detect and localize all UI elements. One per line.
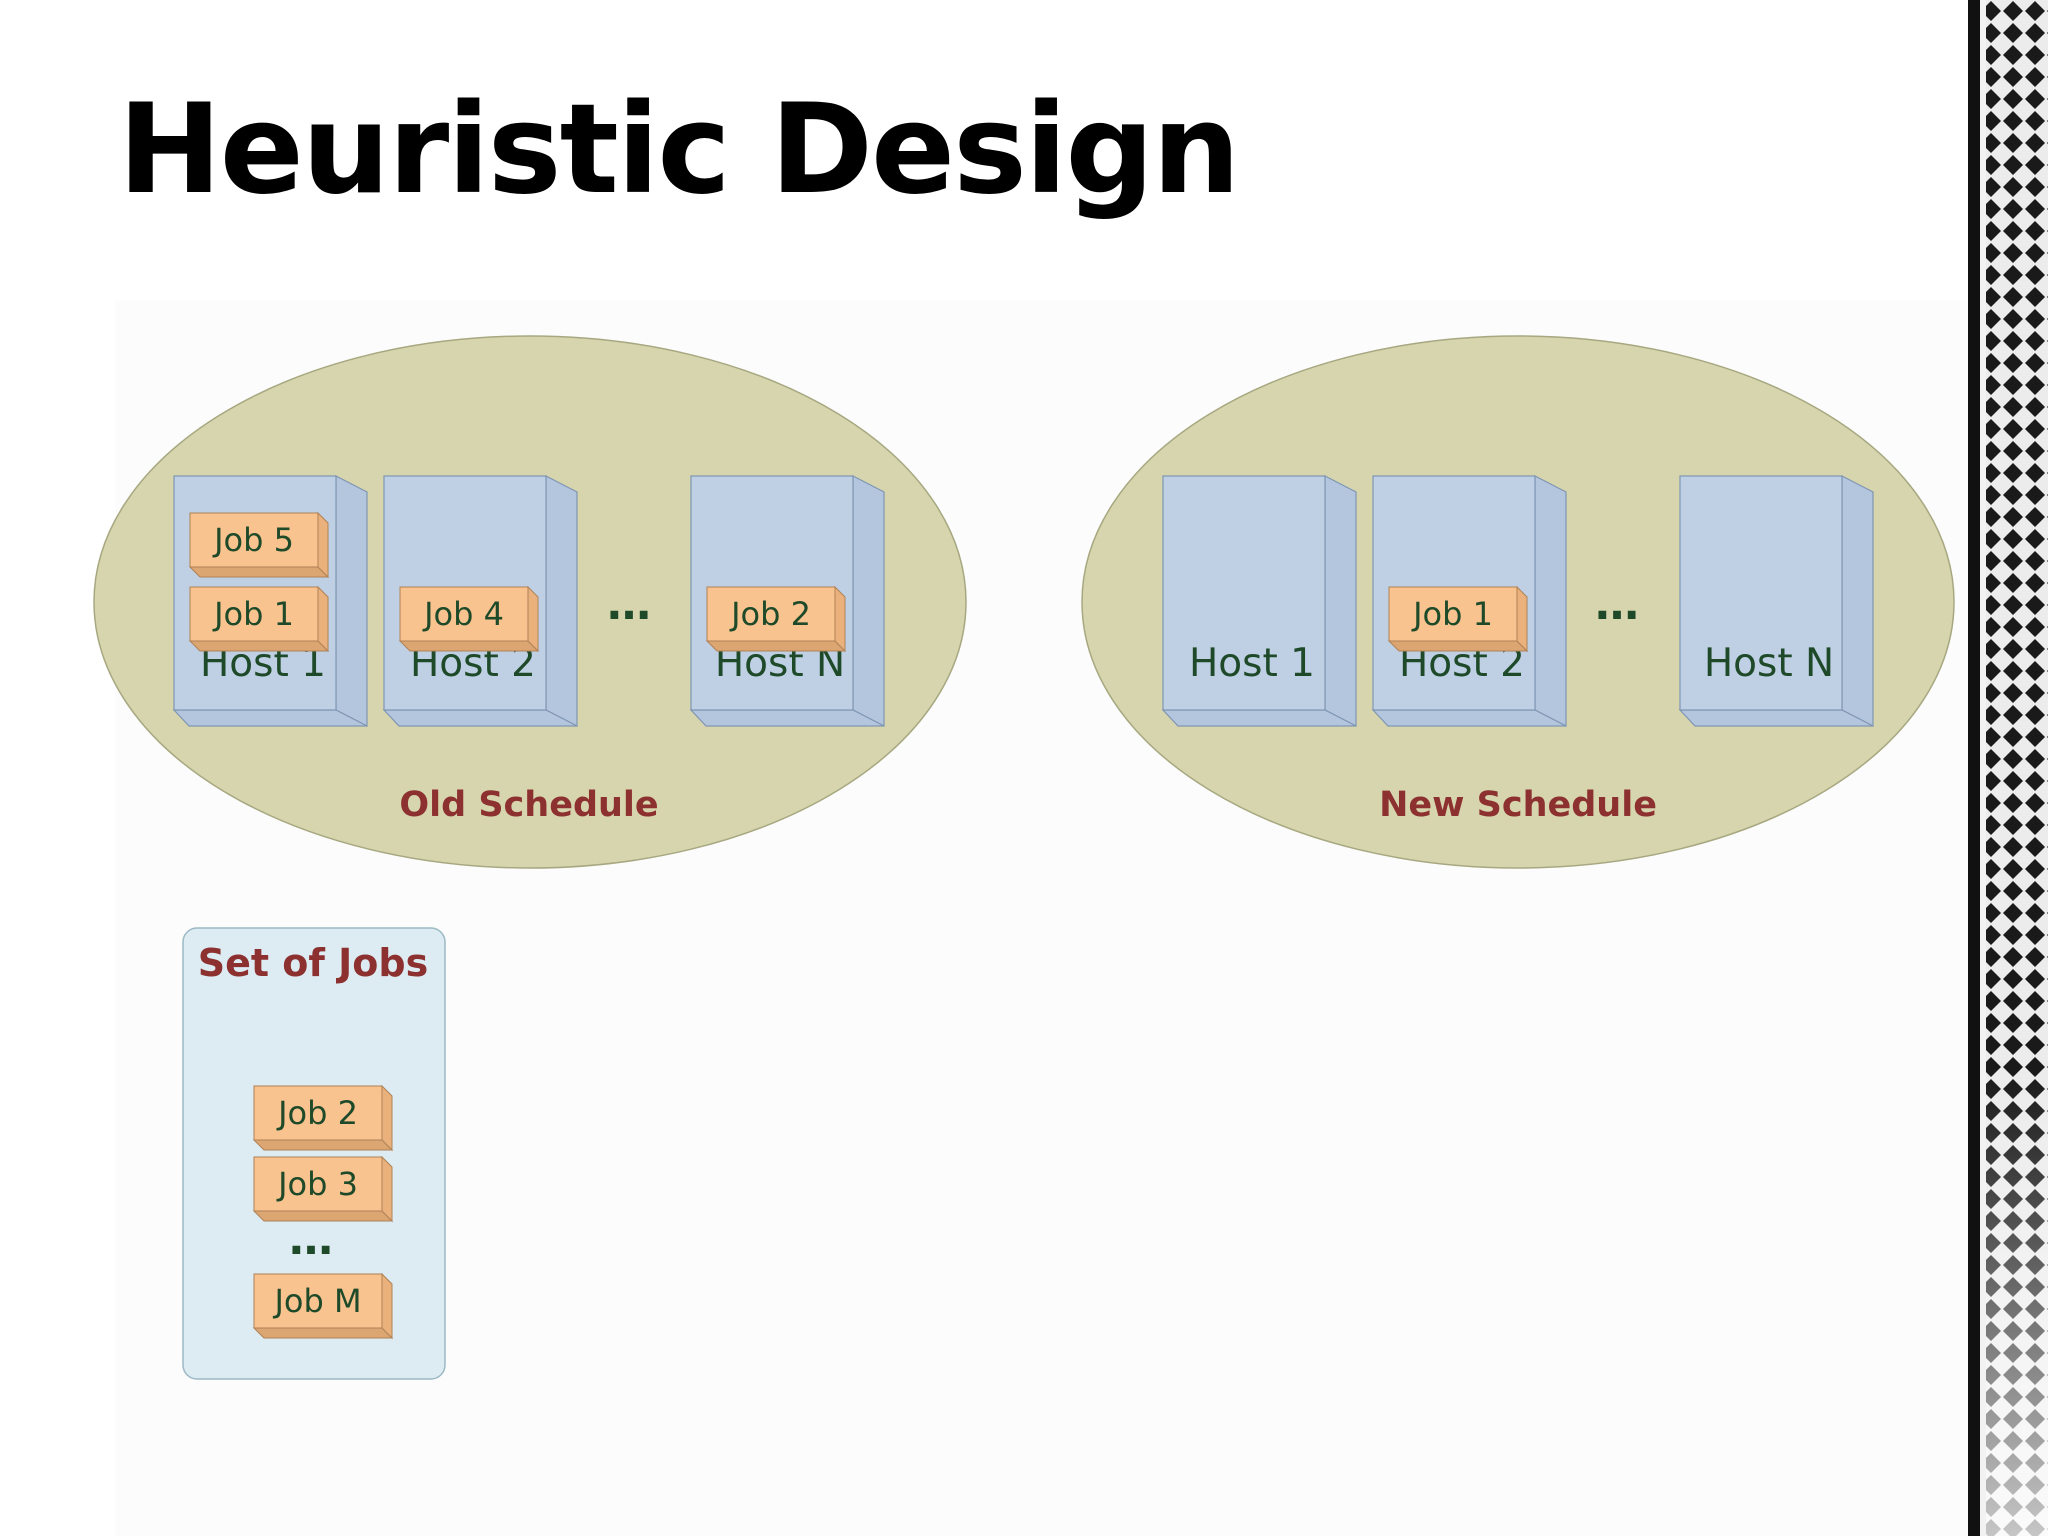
job-block-face (399, 586, 529, 642)
decorative-side-border (1968, 0, 2048, 1536)
new-schedule-ellipsis: … (1595, 579, 1641, 630)
host-side (545, 475, 578, 727)
host-bottom (689, 709, 885, 727)
host-bottom (1371, 709, 1567, 727)
job-set-panel: Set of Jobs Job 2 Job 3 Job M … (182, 927, 446, 1380)
job-block-side (527, 585, 539, 653)
job-block-face (189, 512, 319, 568)
job-label: Job M (272, 1282, 361, 1320)
job-block-bottom (252, 1139, 394, 1151)
job-block-face (1388, 586, 1518, 642)
new-schedule-label: New Schedule (1379, 785, 1657, 825)
host-bottom (382, 709, 578, 727)
old-schedule-ellipsis: … (607, 579, 653, 630)
job-block-bottom (398, 640, 540, 652)
job-block: Job 1 (1387, 585, 1529, 653)
host-bottom (1161, 709, 1357, 727)
job-label: Job 4 (422, 595, 504, 633)
host-face (1679, 475, 1843, 711)
job-block-bottom (705, 640, 847, 652)
host-side (335, 475, 368, 727)
job-block-side (317, 585, 329, 653)
job-label: Job 2 (276, 1094, 358, 1132)
job-block: Job M (252, 1272, 394, 1340)
job-block: Job 3 (252, 1155, 394, 1223)
host-side (1324, 475, 1357, 727)
job-block-face (253, 1273, 383, 1329)
host-label: Host 1 (1189, 641, 1315, 686)
host-bottom (1678, 709, 1874, 727)
host-side (1841, 475, 1874, 727)
host-server: Host 1 (1161, 475, 1357, 727)
job-block: Job 4 (398, 585, 540, 653)
host-side (852, 475, 885, 727)
job-block-face (706, 586, 836, 642)
job-block: Job 2 (252, 1084, 394, 1152)
job-label: Job 5 (212, 521, 294, 559)
host-side (1534, 475, 1567, 727)
job-block: Job 2 (705, 585, 847, 653)
job-block-side (834, 585, 846, 653)
job-label: Job 1 (212, 595, 294, 633)
job-block: Job 5 (188, 511, 330, 579)
job-block-side (1516, 585, 1528, 653)
host-server: Host N (1678, 475, 1874, 727)
job-set-ellipsis: … (289, 1214, 335, 1265)
job-block-side (381, 1155, 393, 1223)
job-label: Job 1 (1411, 595, 1493, 633)
job-set-box (182, 927, 446, 1380)
host-face (1162, 475, 1326, 711)
host-label: Host N (1704, 641, 1834, 686)
job-block-bottom (1387, 640, 1529, 652)
job-block-side (381, 1084, 393, 1152)
job-block-bottom (252, 1327, 394, 1339)
job-set-title: Set of Jobs (198, 941, 428, 985)
job-set-jobs: Job 2 Job 3 Job M (252, 1084, 394, 1340)
job-block-face (253, 1085, 383, 1141)
host-bottom (172, 709, 368, 727)
job-label: Job 3 (276, 1165, 358, 1203)
job-block-side (381, 1272, 393, 1340)
job-block-face (189, 586, 319, 642)
job-block-bottom (188, 640, 330, 652)
slide-title: Heuristic Design (118, 78, 1240, 222)
job-block-bottom (188, 566, 330, 578)
job-block-side (317, 511, 329, 579)
job-block: Job 1 (188, 585, 330, 653)
job-label: Job 2 (729, 595, 811, 633)
old-schedule-label: Old Schedule (399, 785, 658, 825)
job-block-face (253, 1156, 383, 1212)
